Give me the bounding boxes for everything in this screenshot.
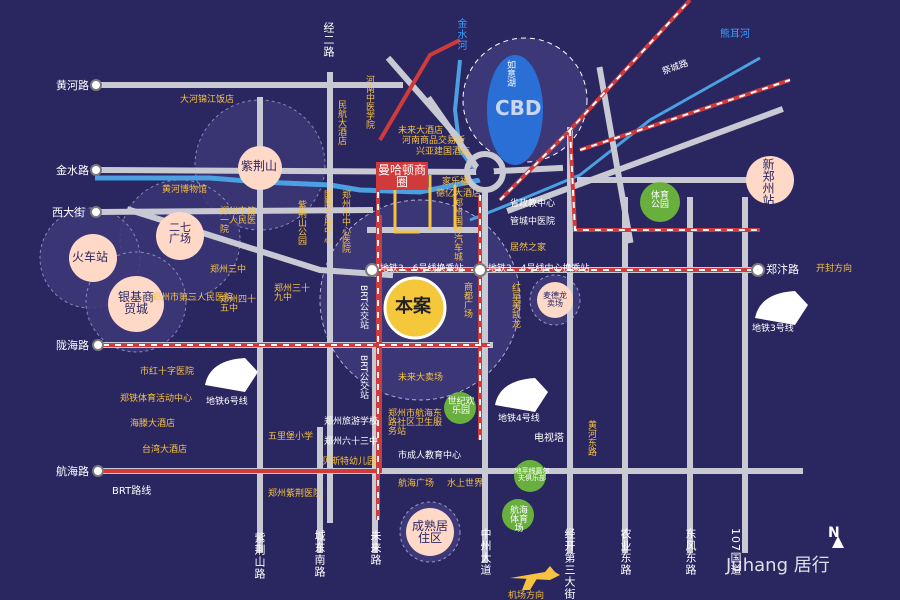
- road-label-zhongzhou: 中州大道: [479, 528, 492, 576]
- compass-north: N: [828, 525, 840, 541]
- road-label-ziguoshan: 紫荆山路: [253, 532, 266, 580]
- poi-label: 民航大酒店: [336, 100, 346, 145]
- district-yinji: 银基商贸城: [117, 290, 154, 316]
- poi-label: 航海广场: [398, 479, 435, 489]
- road-label-brt-v1: BRT公交站: [358, 285, 368, 330]
- poi-label: 黄河博物馆: [162, 185, 208, 195]
- poi-label: 郑州四十五中: [220, 295, 257, 314]
- airport-label: 机场方向: [508, 591, 545, 600]
- poi-label: 河南商品交易所: [402, 136, 466, 146]
- road-label-xidajie: 西大街: [52, 206, 85, 219]
- district-chengshu: 成熟居住区: [412, 519, 449, 545]
- poi-label: 家乐福: [442, 177, 470, 187]
- road-label-jinshui: 金水路: [56, 164, 89, 177]
- poi-label: 河南中医学院: [364, 75, 374, 129]
- poi-label: 海滕大酒店: [130, 419, 176, 429]
- project-badge: 本案: [395, 296, 431, 317]
- district-zijingshan: 紫荆山: [241, 159, 278, 173]
- poi-label: 郑州三中: [210, 265, 247, 275]
- road-label-brt: BRT路线: [112, 486, 152, 497]
- metro-label-line1: 地铁3、6号线换乘站: [380, 264, 464, 274]
- park-hanghai: 航海体育场: [509, 506, 528, 534]
- road-label-xiongerhe: 熊耳河: [720, 29, 750, 40]
- road-label-huanghe: 黄河路: [56, 79, 89, 92]
- park-tiyu: 体育公园: [650, 191, 669, 210]
- brand-logo: Juhang 居行: [726, 555, 830, 576]
- poi-label: 商都广场: [462, 282, 472, 318]
- poi-label: 郑州三十九中: [274, 284, 311, 303]
- poi-label: 郑州市第三人民医院: [152, 293, 234, 303]
- poi-label: 未来大卖场: [398, 373, 444, 383]
- poi-label: 兴亚建国酒店: [416, 147, 471, 157]
- park-ditie: 地平线嘉尔夫俱乐部: [514, 467, 550, 482]
- poi-p22-bubble: 麦德龙卖场: [543, 291, 567, 308]
- poi-label: 未来大酒店: [398, 126, 444, 136]
- road-label-zhengbian: 郑汴路: [766, 263, 799, 276]
- poi-label: 郑州六十三中: [324, 437, 379, 447]
- poi-label: 居然之家: [510, 243, 547, 253]
- road-label-dongfeng: 东风东路: [684, 528, 697, 576]
- poi-label: 紫荆山公园: [296, 200, 306, 245]
- poi-label: 水上世界: [447, 479, 484, 489]
- road-label-kaifeng: 开封方向: [816, 264, 853, 274]
- poi-label: 红星美凯龙: [510, 283, 520, 328]
- poi-label: 大河锦江饭店: [180, 95, 235, 105]
- road-label-107: 107国道: [729, 528, 742, 576]
- lake-label: 如意湖: [505, 60, 515, 87]
- poi-label: 郑州紫荆医院: [268, 489, 323, 499]
- metro-label-l3: 地铁3号线: [752, 324, 794, 334]
- road-label-jingkaidi3: 经开第三大街: [563, 528, 576, 600]
- poi-label: 郑州市第一人民医院: [220, 207, 257, 235]
- poi-label: 郑州市航海东路社区卫生服务站: [388, 409, 443, 437]
- road-label-nongye: 农业东路: [619, 528, 632, 576]
- cbd-label: CBD: [495, 96, 542, 120]
- poi-label: 贝斯特幼儿园: [322, 457, 377, 467]
- district-huochezhan: 火车站: [72, 250, 109, 264]
- road-label-huangdong: 黄河东路: [586, 420, 596, 456]
- manhattan-label: 曼哈顿商圈: [376, 162, 428, 190]
- road-label-chengdongnan: 城东南路: [313, 530, 326, 578]
- poi-label: 郑州旅游学校: [324, 417, 379, 427]
- poi-label: 市成人教育中心: [398, 451, 462, 461]
- metro-label-l4: 地铁4号线: [498, 414, 540, 424]
- road-label-weilai: 未来路: [369, 530, 382, 566]
- road-label-hanghai: 航海路: [56, 465, 89, 478]
- poi-label: 电视塔: [534, 433, 564, 444]
- road-label-jinger: 经二路: [322, 22, 335, 58]
- park-shiji: 世纪欢乐园: [447, 397, 475, 416]
- poi-label: 台湾大酒店: [142, 445, 188, 455]
- district-xinzhengzhou: 新郑州站: [761, 158, 775, 206]
- road-label-longhai: 陇海路: [56, 339, 89, 352]
- metro-label-line2: 地铁3、4号线中心换乘站: [488, 264, 590, 274]
- metro-label-l6: 地铁6号线: [206, 397, 248, 407]
- district-erqi: 二七广场: [169, 221, 191, 245]
- poi-label: 郑州市中心医院: [340, 190, 350, 253]
- road-label-brt-v2: BRT公交站: [358, 355, 368, 400]
- poi-label: 省政教中心: [510, 199, 556, 209]
- poi-label: 德亿大酒店: [436, 189, 482, 199]
- poi-label: 郑铁体育活动中心: [120, 394, 193, 404]
- poi-label: 管城中医院: [510, 217, 556, 227]
- road-label-jinshuihe: 金水河: [455, 18, 466, 51]
- poi-label: 郑州国际汽车城: [452, 198, 462, 261]
- poi-label: 国际会展中心: [322, 190, 332, 244]
- poi-label: 五里堡小学: [268, 432, 314, 442]
- poi-label: 市红十字医院: [140, 367, 195, 377]
